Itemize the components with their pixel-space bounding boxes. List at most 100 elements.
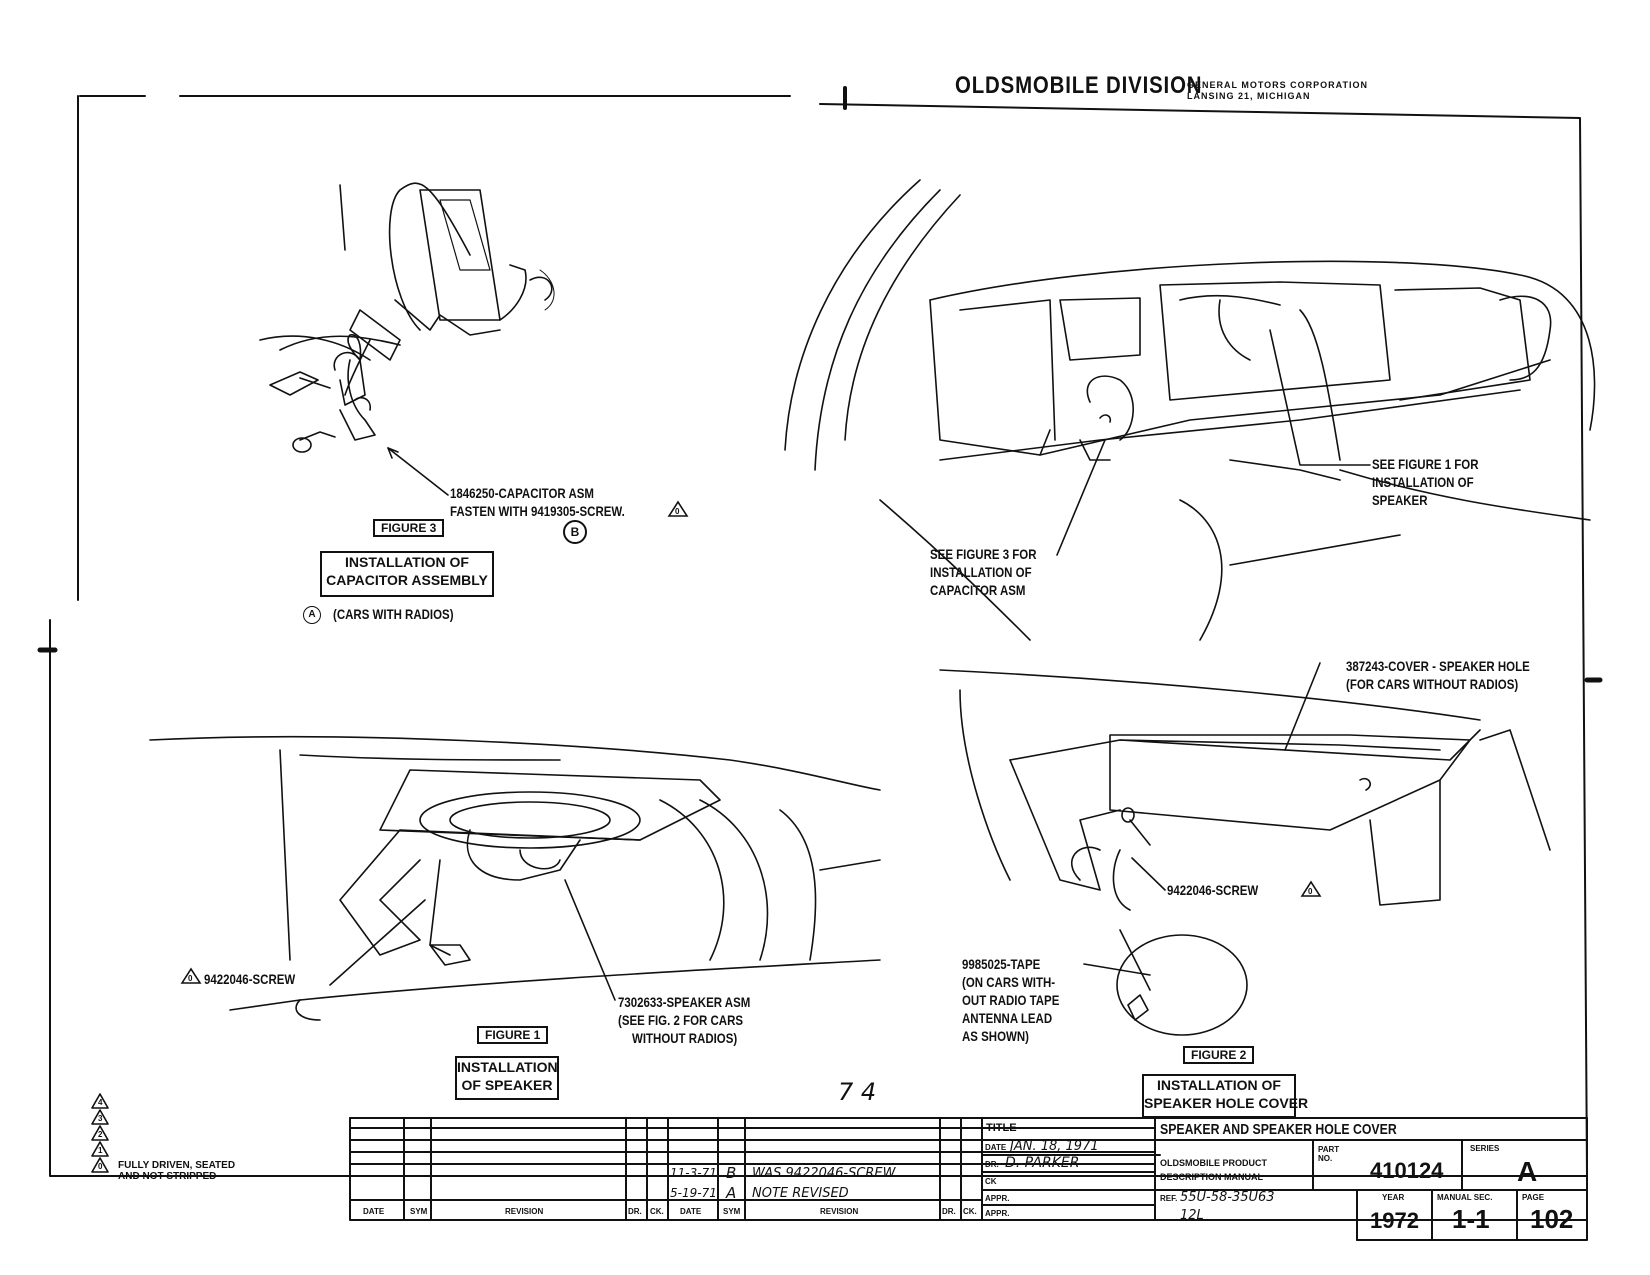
manual-line-1: OLDSMOBILE PRODUCT <box>1160 1158 1267 1168</box>
rev-a-date: 5-19-71 <box>670 1186 717 1200</box>
corp-line-2: LANSING 21, MICHIGAN <box>1187 91 1311 101</box>
division-title: OLDSMOBILE DIVISION <box>955 72 1203 99</box>
figure1-tag: FIGURE 1 <box>477 1026 549 1044</box>
legend-marker-4: 4 <box>98 1098 103 1107</box>
figure3-caption: INSTALLATION OF CAPACITOR ASSEMBLY <box>320 551 494 597</box>
see-fig3-3: CAPACITOR ASM <box>930 582 1026 598</box>
series-value: A <box>1517 1156 1538 1187</box>
legend-triangles <box>91 1093 109 1173</box>
appr-label-2: APPR. <box>985 1209 1010 1218</box>
year-value: 1972 <box>1370 1208 1419 1233</box>
series-label: SERIES <box>1470 1144 1500 1153</box>
speaker-callout-2: (SEE FIG. 2 FOR CARS <box>618 1012 744 1028</box>
fig2-screw-marker-text: 0 <box>1308 887 1313 896</box>
manual-line-2: DESCRIPTION MANUAL <box>1160 1172 1263 1182</box>
appr-label-1: APPR. <box>985 1194 1010 1203</box>
rev-a-text: NOTE REVISED <box>752 1186 849 1201</box>
legend-marker-1: 1 <box>98 1146 103 1155</box>
corp-line-1: GENERAL MOTORS CORPORATION <box>1187 80 1369 90</box>
fig2-screw-marker-icon: 0 <box>1300 880 1322 898</box>
part-label: PART NO. <box>1318 1145 1340 1163</box>
figure3-tag: FIGURE 3 <box>373 519 445 537</box>
part-number: 410124 <box>1370 1158 1444 1183</box>
dr-value: D. PARKER <box>1005 1155 1080 1171</box>
tape-callout-1: 9985025-TAPE <box>962 956 1041 972</box>
page-label: PAGE <box>1522 1193 1545 1202</box>
legend-marker-3: 3 <box>98 1114 103 1123</box>
see-fig1-1: SEE FIGURE 1 FOR <box>1372 456 1479 472</box>
fig1-screw-marker-icon: 0 <box>180 967 202 985</box>
capacitor-callout-1: 1846250-CAPACITOR ASM <box>450 485 594 501</box>
col-revision-right: REVISION <box>820 1207 859 1216</box>
figure3-note: (CARS WITH RADIOS) <box>333 606 454 622</box>
sheet-border <box>37 86 1603 1177</box>
figure3-art <box>259 182 555 453</box>
page-mark: 7 4 <box>838 1078 877 1106</box>
figure3-caption-2: CAPACITOR ASSEMBLY <box>326 572 488 588</box>
title-block-grid <box>349 1117 1588 1241</box>
see-fig1-2: INSTALLATION OF <box>1372 474 1474 490</box>
col-ck-right: CK. <box>963 1207 977 1216</box>
date-value: JAN. 18, 1971 <box>1010 1139 1099 1154</box>
col-revision-left: REVISION <box>505 1207 544 1216</box>
col-sym-right: SYM <box>723 1207 741 1216</box>
figure1-art <box>149 735 881 1021</box>
ref-value-2: 12L <box>1180 1208 1204 1223</box>
tape-callout-3: OUT RADIO TAPE <box>962 992 1060 1008</box>
legend-note-1: FULLY DRIVEN, SEATED <box>118 1160 236 1171</box>
col-dr-right: DR. <box>942 1207 956 1216</box>
figure1-caption-2: OF SPEAKER <box>461 1077 553 1093</box>
col-ck-left: CK. <box>650 1207 664 1216</box>
rev-a-sym: A <box>726 1184 737 1202</box>
circle-a-marker: A <box>303 606 321 624</box>
see-fig3-2: INSTALLATION OF <box>930 564 1032 580</box>
fig1-screw-label: 9422046-SCREW <box>204 971 296 987</box>
figure2-art <box>939 669 1551 1036</box>
rev-b-sym: B <box>726 1164 737 1182</box>
leader-lines <box>329 329 1371 1001</box>
figure1-caption: INSTALLATION OF SPEAKER <box>455 1056 559 1100</box>
ref-value: 55U-58-35U63 <box>1180 1190 1275 1205</box>
legend-note: FULLY DRIVEN, SEATED AND NOT STRIPPED <box>118 1160 235 1182</box>
ref-marker-text: 0 <box>675 507 680 516</box>
manual-sec-label: MANUAL SEC. <box>1437 1193 1493 1202</box>
page-number: 102 <box>1530 1204 1574 1234</box>
fig2-screw-label: 9422046-SCREW <box>1167 882 1259 898</box>
cover-callout-1: 387243-COVER - SPEAKER HOLE <box>1346 658 1530 674</box>
dr-label: DR. <box>985 1160 999 1169</box>
drawing-title: SPEAKER AND SPEAKER HOLE COVER <box>1160 1121 1397 1138</box>
figure1-caption-1: INSTALLATION <box>457 1059 558 1075</box>
legend-marker-2: 2 <box>98 1130 103 1139</box>
fig1-screw-marker-text: 0 <box>188 974 193 983</box>
figure2-caption: INSTALLATION OF SPEAKER HOLE COVER <box>1142 1074 1309 1118</box>
cover-callout-2: (FOR CARS WITHOUT RADIOS) <box>1346 676 1519 692</box>
figure2-caption-2: SPEAKER HOLE COVER <box>1144 1095 1309 1111</box>
col-date-left: DATE <box>363 1207 385 1216</box>
ref-label: REF. <box>1160 1194 1178 1203</box>
tape-callout-4: ANTENNA LEAD <box>962 1010 1053 1026</box>
legend-marker-0: 0 <box>98 1162 103 1171</box>
see-fig3-1: SEE FIGURE 3 FOR <box>930 546 1037 562</box>
overview-art <box>784 179 1596 641</box>
see-fig1-3: SPEAKER <box>1372 492 1428 508</box>
rev-b-text: WAS 9422046-SCREW <box>752 1166 896 1181</box>
tape-callout-5: AS SHOWN) <box>962 1028 1029 1044</box>
tape-callout-2: (ON CARS WITH- <box>962 974 1056 990</box>
legend-note-2: AND NOT STRIPPED <box>118 1171 217 1182</box>
title-label: TITLE <box>986 1122 1017 1134</box>
col-sym-left: SYM <box>410 1207 428 1216</box>
ref-marker-triangle-icon: 0 <box>667 500 689 518</box>
circle-b-marker: B <box>563 520 587 544</box>
speaker-callout-1: 7302633-SPEAKER ASM <box>618 994 751 1010</box>
ck-label: CK <box>985 1177 997 1186</box>
year-label: YEAR <box>1382 1193 1405 1202</box>
manual-sec-value: 1-1 <box>1452 1204 1490 1234</box>
rev-b-date: 11-3-71 <box>670 1166 717 1180</box>
figure3-caption-1: INSTALLATION OF <box>345 554 469 570</box>
capacitor-callout-2: FASTEN WITH 9419305-SCREW. <box>450 503 625 519</box>
speaker-callout-3: WITHOUT RADIOS) <box>632 1030 738 1046</box>
figure2-tag: FIGURE 2 <box>1183 1046 1255 1064</box>
col-date-right: DATE <box>680 1207 702 1216</box>
figure2-caption-1: INSTALLATION OF <box>1157 1077 1281 1093</box>
